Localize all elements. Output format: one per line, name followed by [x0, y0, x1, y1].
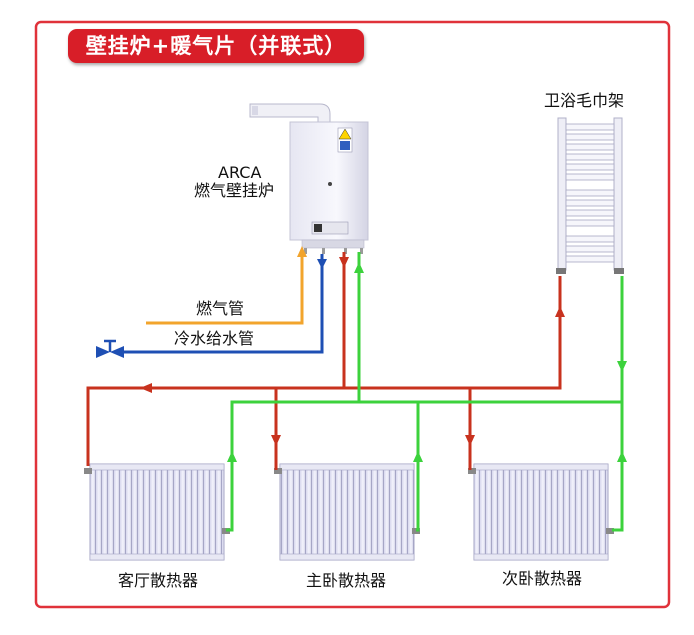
radiator-second-bedroom: [468, 463, 614, 561]
return-flow-arrows: [227, 262, 627, 462]
outer-frame: [34, 20, 671, 609]
diagram-title: 壁挂炉+暖气片（并联式）: [85, 34, 347, 58]
radiator-master-bedroom: [274, 463, 420, 561]
cold-water-flow-arrow-icon: [317, 259, 327, 269]
hot-supply-pipe: [86, 252, 562, 470]
boiler-brand-label: ARCA: [218, 163, 262, 182]
return-pipe: [226, 252, 624, 532]
valve-icon: [96, 339, 124, 358]
warning-triangle-icon: [338, 128, 352, 140]
towel-rack: [556, 117, 624, 274]
radiator-label-master-bedroom: 主卧散热器: [306, 571, 387, 590]
hot-flow-arrows: [140, 257, 565, 446]
title-banner: 壁挂炉+暖气片（并联式）: [68, 29, 364, 63]
gas-flow-arrow-icon: [297, 246, 307, 257]
cold-water-pipe-label: 冷水给水管: [174, 329, 255, 348]
gas-pipe: [146, 252, 304, 325]
radiator-living-room: [84, 463, 230, 561]
towel-rack-label: 卫浴毛巾架: [544, 91, 625, 110]
boiler-flue: [249, 103, 331, 123]
radiator-label-second-bedroom: 次卧散热器: [502, 569, 583, 588]
boiler: [249, 103, 369, 254]
boiler-indicator-icon: [328, 182, 332, 186]
boiler-body: [289, 121, 369, 241]
boiler-name-label: 燃气壁挂炉: [194, 181, 275, 200]
radiator-label-living-room: 客厅散热器: [118, 571, 199, 590]
cold-water-pipe: [118, 254, 324, 354]
gas-pipe-label: 燃气管: [196, 299, 245, 318]
